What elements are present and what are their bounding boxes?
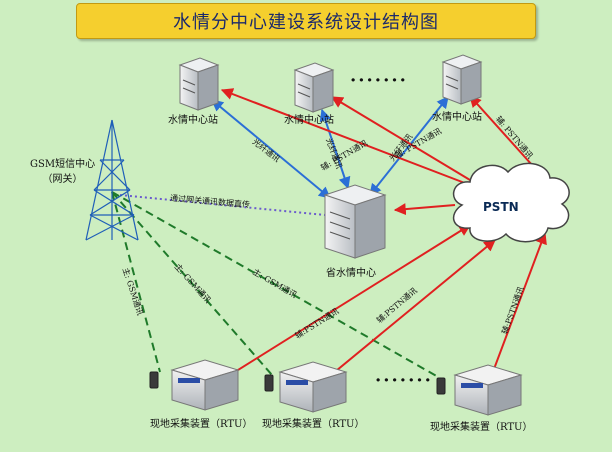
gsm-link-1 [111,191,161,373]
provincial-center-label: 省水情中心 [326,268,376,279]
rtu-box-icon-2 [278,361,348,413]
fiber-link-3 [369,96,449,196]
pstn-link-station-1 [220,88,471,186]
rtu-box-icon-3 [453,364,523,416]
rtu-ellipsis: ······· [375,370,433,391]
station-label-2: 水情中心站 [284,115,334,126]
pstn-link-province [393,203,456,216]
station-label-1: 水情中心站 [168,115,218,126]
pstn-link-station-2 [330,96,476,184]
station-server-icon-3 [441,54,483,105]
provincial-server-icon [323,184,387,259]
gsm-link-2 [111,191,273,376]
station-ellipsis: ······· [350,70,408,91]
gsm-modem-icon-1 [149,371,159,389]
diagram-title: 水情分中心建设系统设计结构图 [76,3,536,39]
fiber-link-1 [211,99,331,199]
fiber-link-2 [319,108,351,190]
gsm-modem-icon-2 [264,374,274,392]
station-server-icon-1 [178,57,220,111]
gateway-direct-link [119,194,326,216]
pstn-link-rtu-3 [487,231,547,386]
station-label-3: 水情中心站 [432,112,482,123]
gsm-link-3 [111,191,441,379]
rtu-label-1: 现地采集装置（RTU） [150,419,253,430]
rtu-label-3: 现地采集装置（RTU） [430,422,533,433]
pstn-link-rtu-1 [221,224,472,381]
pstn-label: PSTN [483,200,519,214]
station-server-icon-2 [293,62,335,113]
gsm-center-label: GSM短信中心 （网关） [30,159,96,185]
rtu-box-icon-1 [170,359,240,411]
pstn-cloud-icon [452,162,570,243]
pstn-link-rtu-2 [324,239,496,381]
rtu-label-2: 现地采集装置（RTU） [262,419,365,430]
gsm-modem-icon-3 [436,377,446,395]
gsm-tower-icon [85,119,139,241]
